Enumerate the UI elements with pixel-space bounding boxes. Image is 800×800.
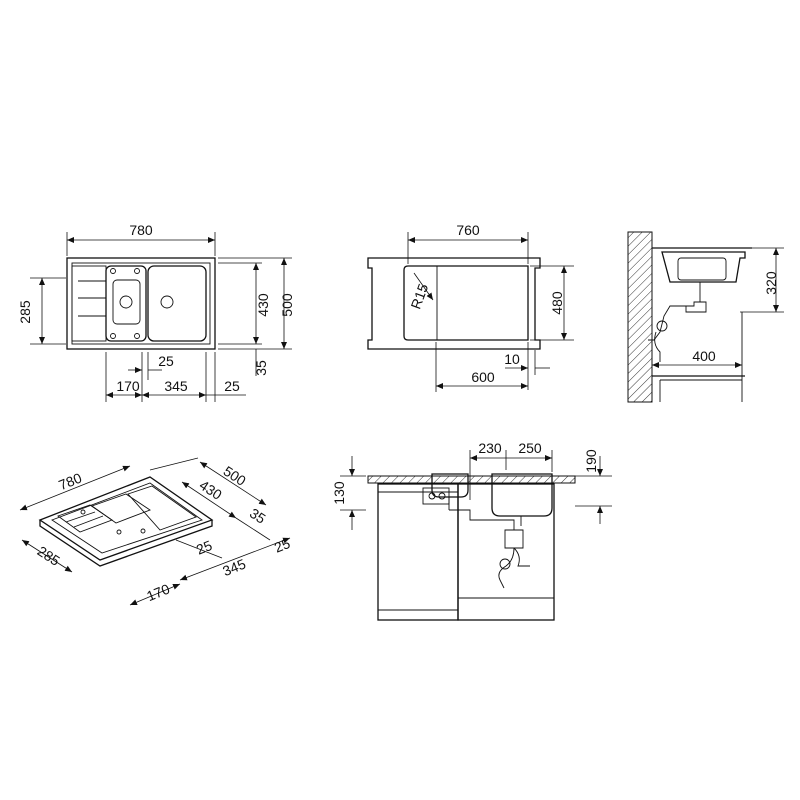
top-dim-35-label: 35	[253, 360, 269, 376]
countertop-outline	[367, 257, 541, 350]
front-bowl-large-label: 250	[518, 440, 542, 456]
iso-dim-35-label: 35	[247, 505, 269, 527]
sink-cabinet	[457, 483, 555, 621]
cutout-radius-label: R15	[407, 281, 431, 311]
cutout-offset-label: 10	[504, 351, 520, 367]
top-view: 780 285 430 500 35 25 170 345 25	[17, 222, 295, 402]
drainer-area	[71, 265, 107, 342]
iso-view: 780 500 430 35 285 25 345 25 170	[19, 457, 293, 606]
cutout-depth-label: 480	[549, 291, 565, 315]
top-depth-inner-label: 430	[255, 293, 271, 317]
side-height-label: 320	[763, 271, 779, 295]
front-height-right-label: 190	[583, 449, 599, 473]
sink-profile	[661, 251, 746, 283]
side-view: 320 400	[627, 231, 784, 403]
top-dim-345-label: 345	[164, 378, 188, 394]
sink-outline	[66, 257, 216, 350]
top-dim-170-label: 170	[116, 378, 140, 394]
cutout-outline	[403, 265, 529, 341]
cutout-view: R15 760 480 10 600	[367, 222, 574, 392]
iso-dim-170-label: 170	[144, 580, 172, 604]
large-bowl-drain	[160, 295, 174, 309]
top-width-label: 780	[129, 222, 153, 238]
side-depth-label: 400	[692, 348, 716, 364]
iso-dim-345-label: 345	[220, 555, 248, 579]
top-depth-outer-label: 500	[279, 293, 295, 317]
iso-depth-outer-label: 500	[221, 463, 249, 489]
cutout-cabinet-label: 600	[471, 369, 495, 385]
top-dim-25a-label: 25	[158, 353, 174, 369]
front-height-label: 130	[331, 481, 347, 505]
front-large-bowl	[491, 473, 553, 517]
iso-dim-25a-label: 25	[194, 537, 215, 558]
front-view: 130 230 250 190	[331, 440, 612, 621]
countertop-section	[367, 475, 576, 484]
small-bowl	[105, 265, 147, 342]
iso-width-label: 780	[56, 469, 84, 493]
top-depth-left-label: 285	[17, 300, 33, 324]
top-dim-25b-label: 25	[224, 378, 240, 394]
cutout-width-label: 760	[456, 222, 480, 238]
large-bowl	[147, 265, 207, 342]
wall-section	[627, 231, 653, 403]
iso-depth-left-label: 285	[35, 543, 63, 569]
iso-depth-inner-label: 430	[197, 477, 225, 503]
small-bowl-drain	[119, 295, 133, 309]
iso-dim-25b-label: 25	[272, 535, 293, 556]
front-bowl-small-label: 230	[478, 440, 502, 456]
